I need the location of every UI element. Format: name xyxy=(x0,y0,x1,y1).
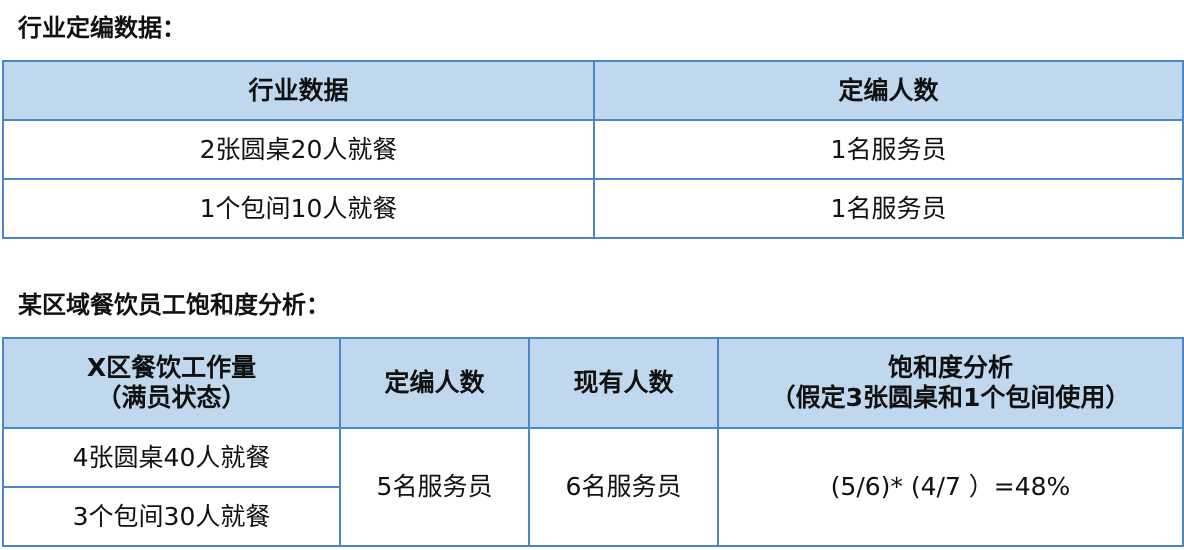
cell-quota-value: 5名服务员 xyxy=(339,427,530,547)
header-saturation: 饱和度分析 （假定3张圆桌和1个包间使用） xyxy=(717,337,1184,429)
industry-quota-table: 行业数据 定编人数 2张圆桌20人就餐 1名服务员 1个包间10人就餐 1名服务… xyxy=(2,60,1184,239)
table-header-row: 行业数据 定编人数 xyxy=(2,60,1184,121)
cell-industry-data: 1个包间10人就餐 xyxy=(2,178,595,239)
cell-current-value: 6名服务员 xyxy=(528,427,719,547)
header-saturation-line1: 饱和度分析 xyxy=(887,353,1013,382)
cell-quota-count: 1名服务员 xyxy=(593,178,1184,239)
table-row: 3个包间30人就餐 xyxy=(2,486,1183,547)
table-row: 4张圆桌40人就餐 5名服务员 6名服务员 (5/6)* (4/7 ）=48% xyxy=(2,427,1184,547)
header-quota-count: 定编人数 xyxy=(593,60,1184,121)
cell-workload: 3个包间30人就餐 xyxy=(2,486,341,547)
header-industry-data: 行业数据 xyxy=(2,60,595,121)
saturation-analysis-table: X区餐饮工作量 （满员状态） 定编人数 现有人数 饱和度分析 （假定3张圆桌和1… xyxy=(2,337,1184,547)
table-row: 2张圆桌20人就餐 1名服务员 xyxy=(2,119,1184,180)
cell-saturation-value: (5/6)* (4/7 ）=48% xyxy=(717,427,1184,547)
header-quota-count: 定编人数 xyxy=(339,337,530,429)
cell-quota-count: 1名服务员 xyxy=(593,119,1184,180)
section-title-saturation-analysis: 某区域餐饮员工饱和度分析： xyxy=(18,291,330,319)
header-saturation-line2: （假定3张圆桌和1个包间使用） xyxy=(770,383,1131,412)
cell-workload: 4张圆桌40人就餐 xyxy=(2,427,341,488)
header-current-count: 现有人数 xyxy=(528,337,719,429)
section-title-industry-quota: 行业定编数据： xyxy=(18,14,186,42)
table-row: 1个包间10人就餐 1名服务员 xyxy=(2,178,1184,239)
header-workload: X区餐饮工作量 （满员状态） xyxy=(2,337,341,429)
header-workload-line1: X区餐饮工作量 xyxy=(86,353,257,382)
header-workload-line2: （满员状态） xyxy=(96,383,247,412)
cell-industry-data: 2张圆桌20人就餐 xyxy=(2,119,595,180)
table-header-row: X区餐饮工作量 （满员状态） 定编人数 现有人数 饱和度分析 （假定3张圆桌和1… xyxy=(2,337,1184,429)
